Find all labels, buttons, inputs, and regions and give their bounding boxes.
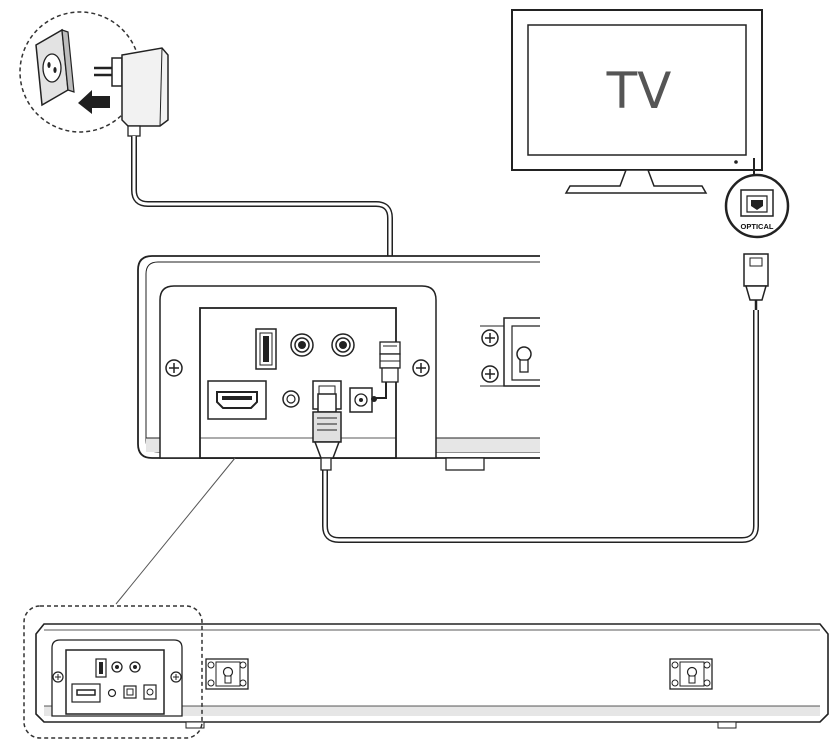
optical-port-label: OPTICAL — [741, 222, 774, 231]
rear-panel-small — [51, 639, 183, 717]
power-adapter — [94, 47, 169, 137]
usb-port — [255, 328, 277, 370]
tv-optical-plug — [743, 253, 769, 310]
small-aux-jack — [282, 390, 300, 408]
aux-left-jack — [290, 333, 314, 357]
dc-power-plug — [371, 341, 401, 402]
tv-stand — [564, 169, 708, 194]
dc-power-port — [349, 387, 373, 413]
tv-label: TV — [606, 62, 672, 120]
soundbar-full — [23, 605, 829, 739]
wall-mount-bracket-right — [669, 658, 713, 690]
optical-plug-inserted — [312, 393, 342, 471]
soundbar-closeup — [137, 255, 540, 471]
rear-zoom-highlight — [23, 605, 203, 739]
hdmi-port — [207, 380, 267, 420]
wall-outlet-group — [19, 11, 141, 133]
wall-mount-bracket-left — [205, 658, 249, 690]
wall-outlet — [35, 28, 75, 107]
wall-mount-bracket-closeup — [480, 317, 540, 387]
aux-right-jack — [331, 333, 355, 357]
tv-optical-port: OPTICAL — [724, 158, 790, 239]
zoom-connector-line — [115, 457, 236, 605]
tv-screen — [527, 24, 747, 156]
insert-arrow-icon — [78, 90, 110, 114]
tv-group: TV — [511, 9, 763, 194]
